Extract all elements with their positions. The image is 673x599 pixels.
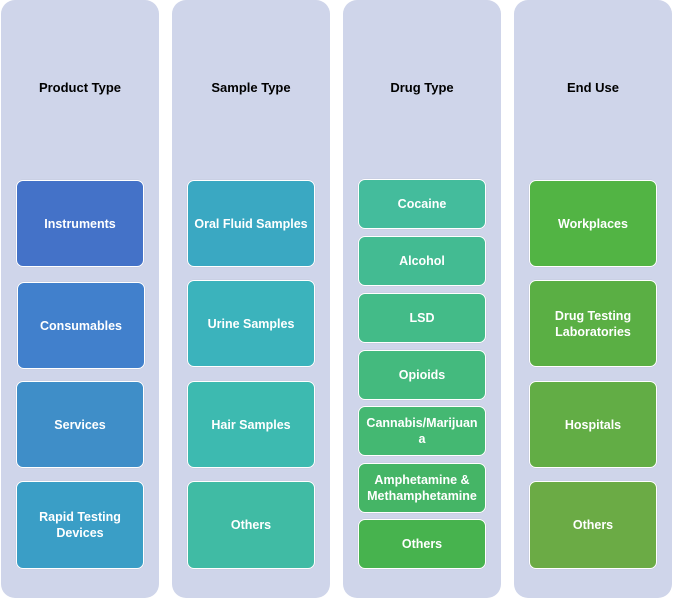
item-lsd: LSD <box>358 293 486 343</box>
item-amphetamine-methamphetamine: Amphetamine & Methamphetamine <box>358 463 486 513</box>
item-others: Others <box>187 481 315 569</box>
column-product-type: Product Type Instruments Consumables Ser… <box>1 0 159 598</box>
item-workplaces: Workplaces <box>529 180 657 267</box>
item-hair-samples: Hair Samples <box>187 381 315 468</box>
column-end-use: End Use Workplaces Drug Testing Laborato… <box>514 0 672 598</box>
column-title: End Use <box>566 80 619 95</box>
item-others: Others <box>358 519 486 569</box>
column-drug-type: Drug Type Cocaine Alcohol LSD Opioids Ca… <box>343 0 501 598</box>
item-others: Others <box>529 481 657 569</box>
column-title: Drug Type <box>390 80 454 95</box>
item-rapid-testing-devices: Rapid Testing Devices <box>16 481 144 569</box>
column-title: Product Type <box>38 80 122 95</box>
column-sample-type: Sample Type Oral Fluid Samples Urine Sam… <box>172 0 330 598</box>
item-oral-fluid-samples: Oral Fluid Samples <box>187 180 315 267</box>
item-consumables: Consumables <box>17 282 145 369</box>
item-services: Services <box>16 381 144 468</box>
item-instruments: Instruments <box>16 180 144 267</box>
item-opioids: Opioids <box>358 350 486 400</box>
item-cocaine: Cocaine <box>358 179 486 229</box>
item-alcohol: Alcohol <box>358 236 486 286</box>
column-title: Sample Type <box>211 80 291 95</box>
item-hospitals: Hospitals <box>529 381 657 468</box>
item-urine-samples: Urine Samples <box>187 280 315 367</box>
item-drug-testing-laboratories: Drug Testing Laboratories <box>529 280 657 367</box>
item-cannabis-marijuana: Cannabis/Marijuana <box>358 406 486 456</box>
